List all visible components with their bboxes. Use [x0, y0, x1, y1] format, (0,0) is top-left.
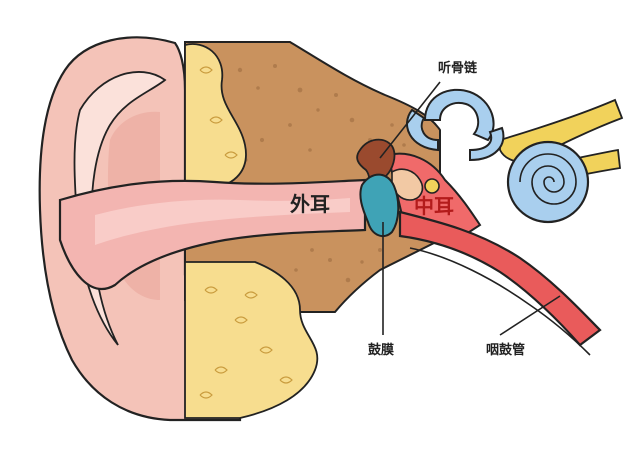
eustachian-tube-label: 咽鼓管	[486, 343, 526, 358]
eardrum	[359, 173, 400, 238]
semicircular-canals	[406, 88, 505, 162]
cochlea-spiral	[519, 153, 577, 205]
ossicles-callout-line	[379, 81, 441, 159]
eustachian-tube	[398, 210, 602, 347]
eustachian-tube-outline	[409, 247, 591, 356]
fat-lower	[184, 261, 319, 419]
ossicles-label: 听骨链	[438, 61, 478, 76]
eardrum-label: 鼓膜	[368, 343, 395, 358]
middle-ear-label: 中耳	[414, 194, 454, 218]
outer-ear-label: 外耳	[290, 192, 330, 216]
tube-callout-line	[499, 295, 561, 336]
ear-canal-highlight	[95, 198, 350, 245]
fat-texture	[199, 66, 293, 399]
oval-window	[424, 178, 440, 194]
